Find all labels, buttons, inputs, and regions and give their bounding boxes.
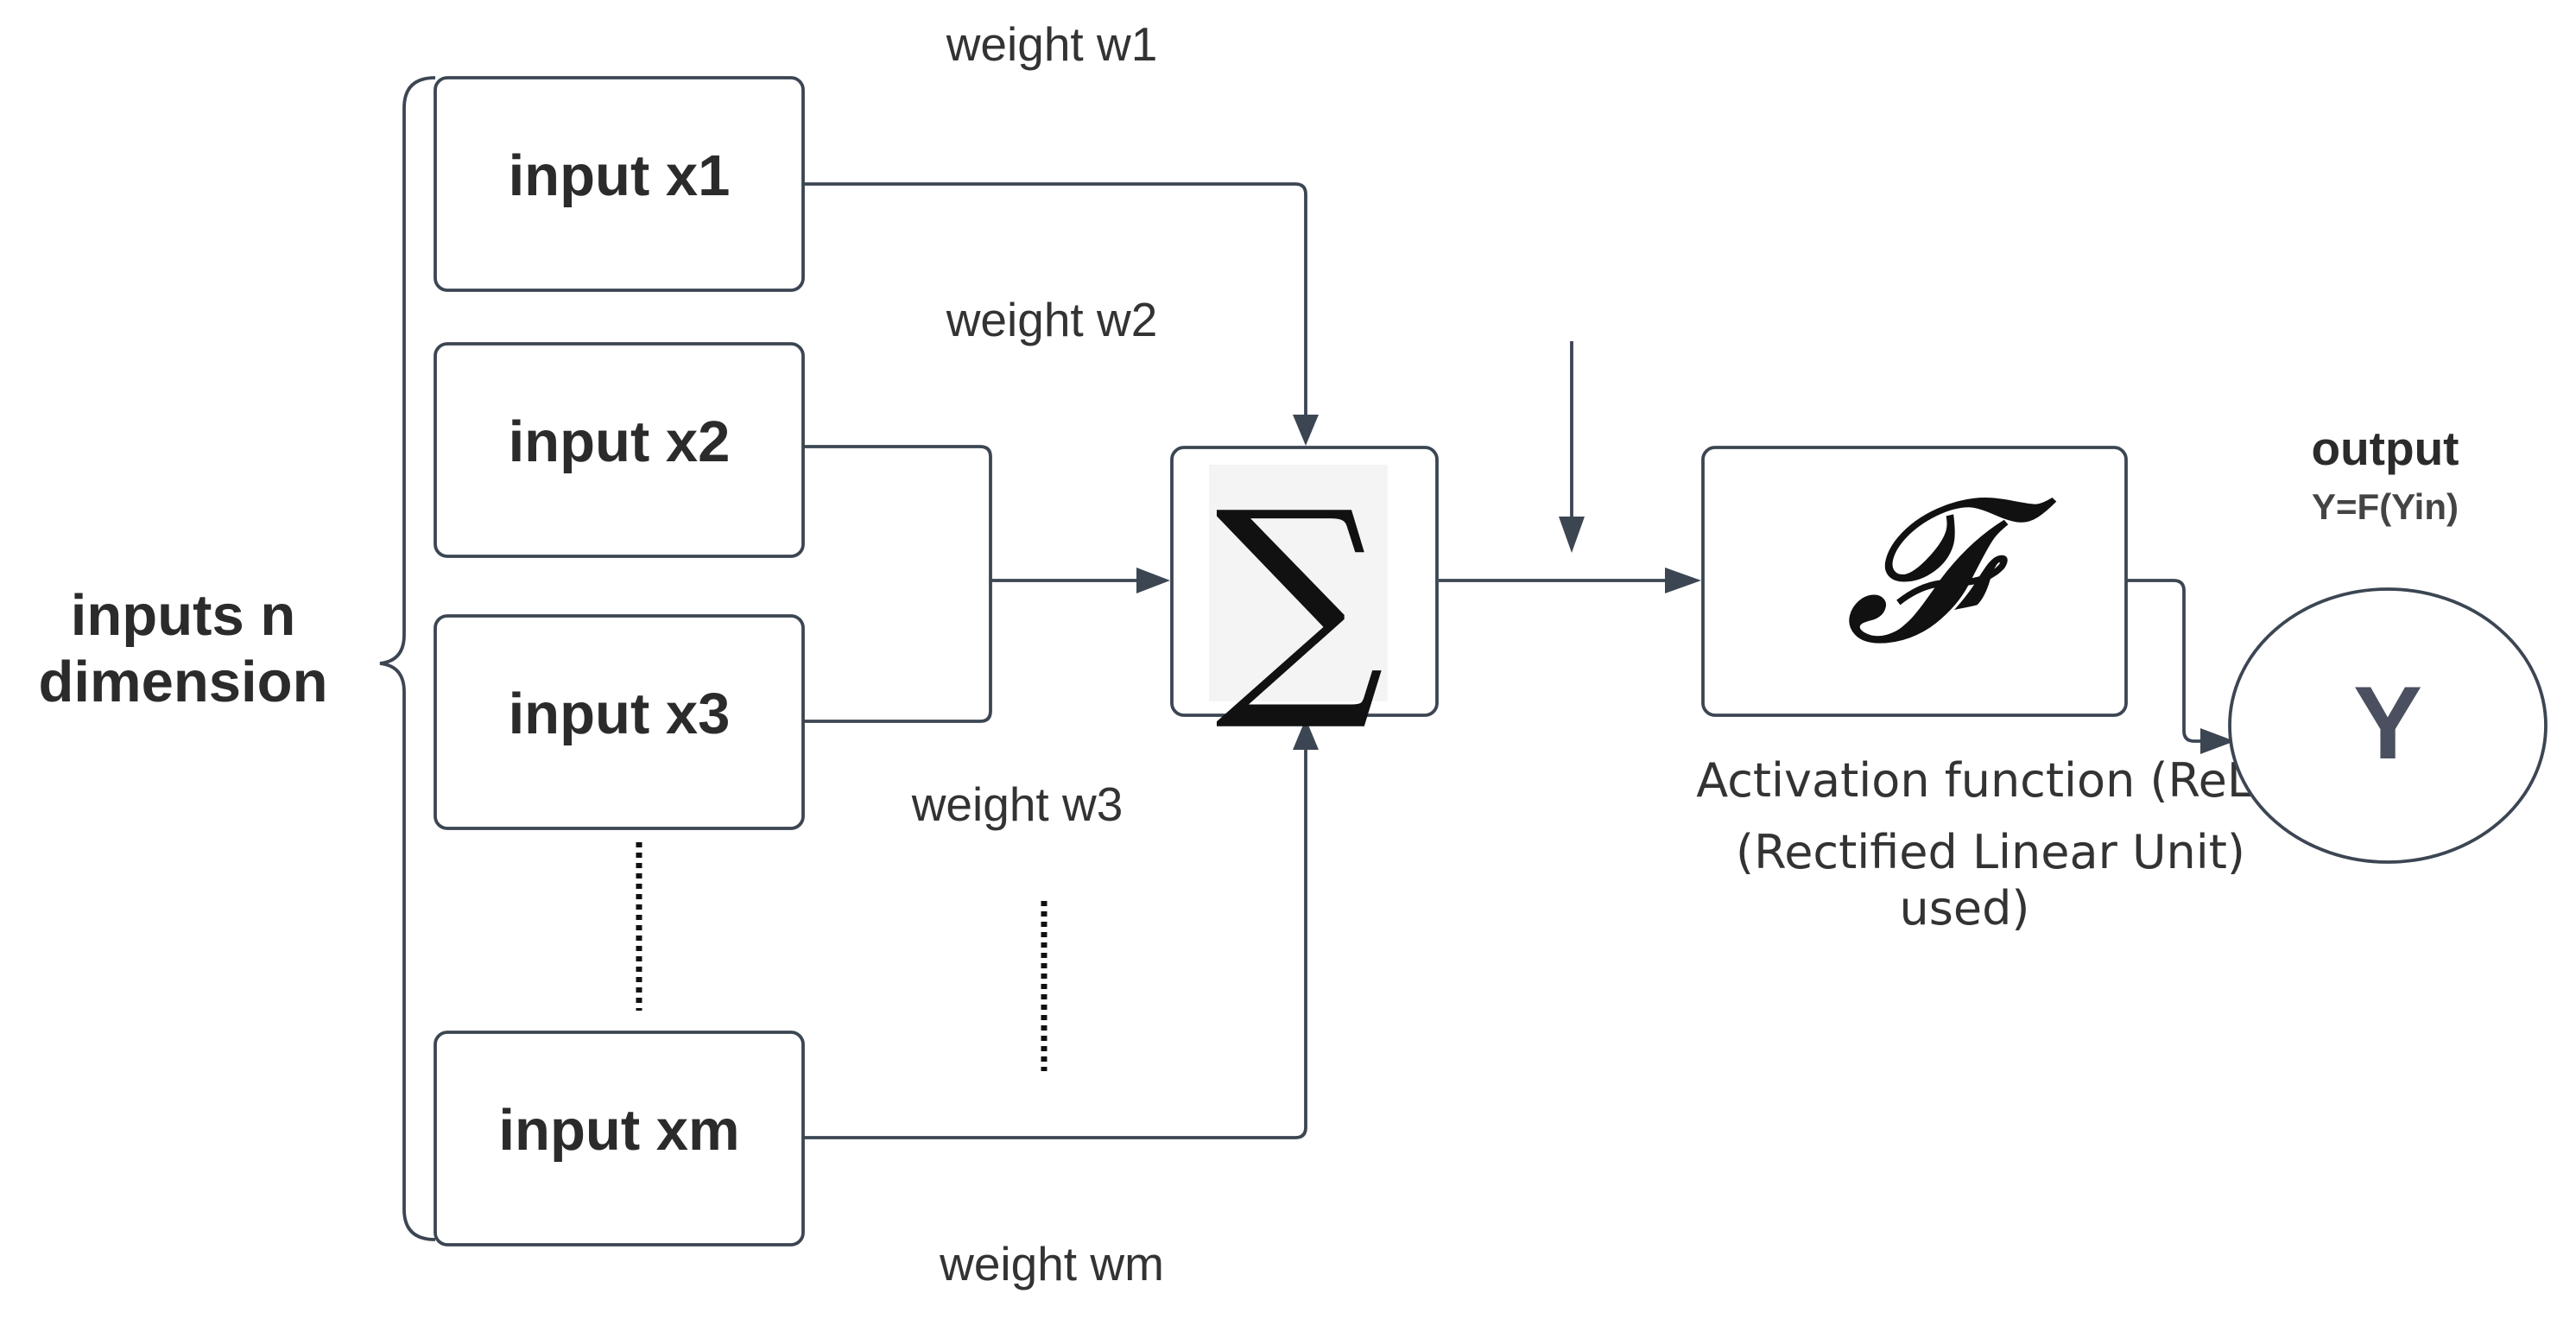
input-node-label: input x1 [509,143,731,208]
arrowhead-activation [1665,568,1701,593]
connector-xm-to-sum [803,748,1307,1139]
input-group-label-line1: inputs n [71,583,296,648]
input-node-xm: input xm [434,1031,805,1246]
activation-caption-line3: used) [1900,881,2030,936]
input-node-label: input xm [498,1098,739,1163]
sigma-icon-bg [1209,465,1388,701]
arrowhead-xm [1293,719,1319,750]
output-node: Y [2228,587,2548,864]
weight-label-wm: weight wm [939,1237,1164,1291]
activation-node: 𝓕 [1701,446,2128,717]
summation-node: ∑ [1170,446,1439,737]
input-node-x3: input x3 [434,614,805,830]
connector-x1-to-sum [803,182,1307,416]
sigma-icon: ∑ [1215,460,1384,737]
weight-label-w2: weight w2 [946,293,1158,346]
connector-x3-to-sum [803,580,992,723]
output-title: output [2311,422,2459,475]
connector-x2-to-sum [803,445,992,580]
input-group-brace [379,76,436,1241]
weight-label-w3: weight w3 [911,777,1123,831]
connector-activation-to-output [2126,579,2202,743]
input-node-label: input x3 [509,682,731,746]
activation-caption-line1: Activation function (ReLU [1696,753,2285,808]
output-formula: Y=F(Yin) [2312,486,2459,527]
input-node-x1: input x1 [434,76,805,292]
activation-caption-line2: (Rectified Linear Unit) [1736,825,2245,879]
input-node-label: input x2 [509,409,731,474]
weight-label-w1: weight w1 [946,17,1158,71]
arrowhead-merge [1136,568,1170,593]
input-node-x2: input x2 [434,342,805,558]
output-symbol: Y [2353,665,2422,781]
arrowhead-bias [1559,517,1585,553]
input-group-label-line2: dimension [38,650,327,714]
arrowhead-output [2200,728,2235,754]
arrowhead-x1 [1293,415,1319,446]
